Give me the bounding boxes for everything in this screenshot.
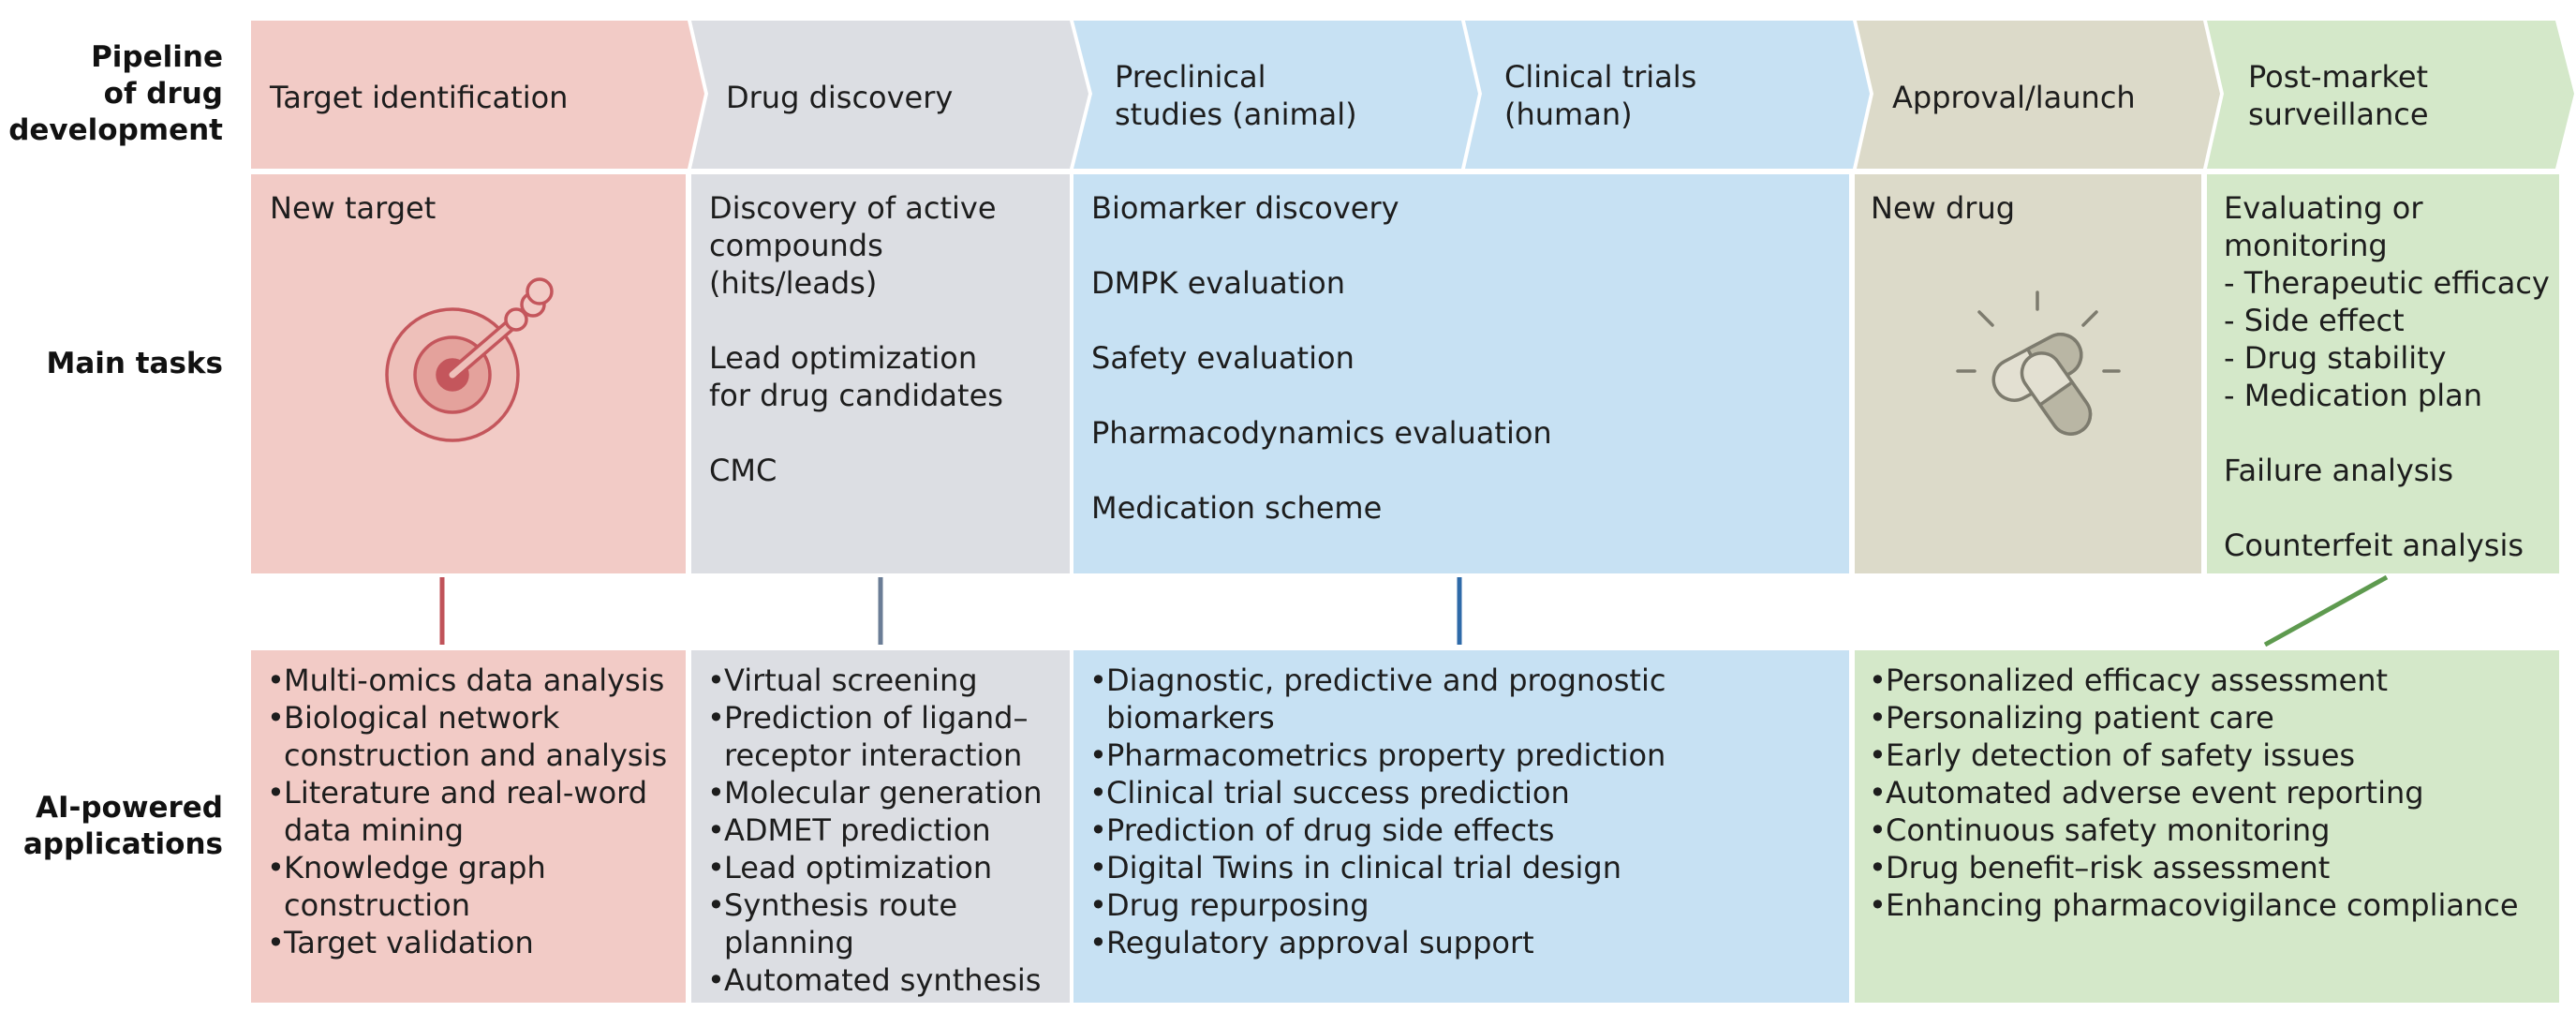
task-item: Pharmacodynamics evaluation — [1091, 415, 1552, 451]
list-item: Continuous safety monitoring — [1869, 811, 2553, 849]
tasks-target: New target — [270, 189, 673, 227]
task-item: - Therapeutic efficacy — [2224, 265, 2550, 301]
task-item: New target — [270, 190, 437, 226]
list-item: Synthesis route planning — [707, 886, 1068, 961]
tasks-trials: Biomarker discovery DMPK evaluation Safe… — [1091, 189, 1831, 527]
list-item: ADMET prediction — [707, 811, 1068, 849]
list-item: Digital Twins in clinical trial design — [1089, 849, 1839, 886]
task-item: DMPK evaluation — [1091, 265, 1346, 301]
target-icon — [385, 277, 554, 442]
capsule-icon — [1956, 290, 2121, 436]
tasks-approval: New drug — [1871, 189, 2189, 227]
task-panel-discovery — [691, 174, 1070, 573]
stage-label-discovery: Drug discovery — [726, 80, 954, 115]
list-item: Multi-omics data analysis — [267, 662, 679, 699]
list-item: Knowledge graph construction — [267, 849, 679, 924]
tasks-post: Evaluating or monitoring - Therapeutic e… — [2224, 189, 2561, 564]
list-item: Prediction of drug side effects — [1089, 811, 1839, 849]
task-item: Discovery of active compounds (hits/lead… — [709, 190, 997, 301]
ai-list-trials: Diagnostic, predictive and prognostic bi… — [1089, 662, 1839, 961]
stage-arrow-post — [2207, 21, 2574, 169]
stage-arrow-discovery — [691, 21, 1088, 169]
task-item: New drug — [1871, 190, 2016, 226]
list-item: Biological network construction and anal… — [267, 699, 679, 774]
tasks-discovery: Discovery of active compounds (hits/lead… — [709, 189, 1065, 489]
list-item: Personalizing patient care — [1869, 699, 2553, 737]
list-item: Regulatory approval support — [1089, 924, 1839, 961]
task-item: Failure analysis — [2224, 453, 2454, 488]
list-item: Virtual screening — [707, 662, 1068, 699]
ai-list-discovery: Virtual screening Prediction of ligand– … — [707, 662, 1068, 999]
stage-arrow-target — [251, 21, 704, 169]
list-item: Enhancing pharmacovigilance compliance — [1869, 886, 2553, 924]
pipeline-row-label: Pipeline of drug development — [8, 40, 223, 147]
list-item: Molecular generation — [707, 774, 1068, 811]
list-item: Automated adverse event reporting — [1869, 774, 2553, 811]
main-tasks-row-label: Main tasks — [46, 347, 223, 380]
task-panel-post — [2207, 174, 2559, 573]
stage-arrow-approval — [1857, 21, 2220, 169]
list-item: Drug repurposing — [1089, 886, 1839, 924]
stage-label-preclinical: Preclinical studies (animal) — [1115, 59, 1357, 132]
ai-row-label: AI-powered applications — [22, 791, 223, 861]
task-item: - Drug stability — [2224, 340, 2447, 376]
task-item: Lead optimization for drug candidates — [709, 340, 1003, 413]
list-item: Clinical trial success prediction — [1089, 774, 1839, 811]
task-item: Biomarker discovery — [1091, 190, 1399, 226]
ai-list-post: Personalized efficacy assessment Persona… — [1869, 662, 2553, 924]
stage-arrow-clinical — [1465, 21, 1870, 169]
list-item: Personalized efficacy assessment — [1869, 662, 2553, 699]
task-item: Counterfeit analysis — [2224, 528, 2524, 563]
list-item: Prediction of ligand– receptor interacti… — [707, 699, 1068, 774]
list-item: Automated synthesis — [707, 961, 1068, 999]
task-item: Medication scheme — [1091, 490, 1383, 526]
stage-label-target: Target identification — [270, 80, 569, 115]
stage-arrow-preclinical — [1073, 21, 1478, 169]
stage-label-approval: Approval/launch — [1892, 80, 2136, 115]
task-item: - Medication plan — [2224, 378, 2482, 413]
list-item: Literature and real-word data mining — [267, 774, 679, 849]
connector-post — [2263, 574, 2389, 647]
task-panel-trials — [1073, 174, 1849, 573]
list-item: Target validation — [267, 924, 679, 961]
list-item: Drug benefit–risk assessment — [1869, 849, 2553, 886]
task-item: Safety evaluation — [1091, 340, 1355, 376]
stage-label-post: Post-market surveillance — [2248, 59, 2429, 132]
list-item: Pharmacometrics property prediction — [1089, 737, 1839, 774]
list-item: Lead optimization — [707, 849, 1068, 886]
stage-label-clinical: Clinical trials (human) — [1504, 59, 1697, 132]
task-item: CMC — [709, 453, 777, 488]
task-item: Evaluating or monitoring — [2224, 190, 2423, 263]
task-item: - Side effect — [2224, 303, 2405, 338]
ai-list-target: Multi-omics data analysis Biological net… — [267, 662, 679, 961]
list-item: Early detection of safety issues — [1869, 737, 2553, 774]
list-item: Diagnostic, predictive and prognostic bi… — [1089, 662, 1839, 737]
